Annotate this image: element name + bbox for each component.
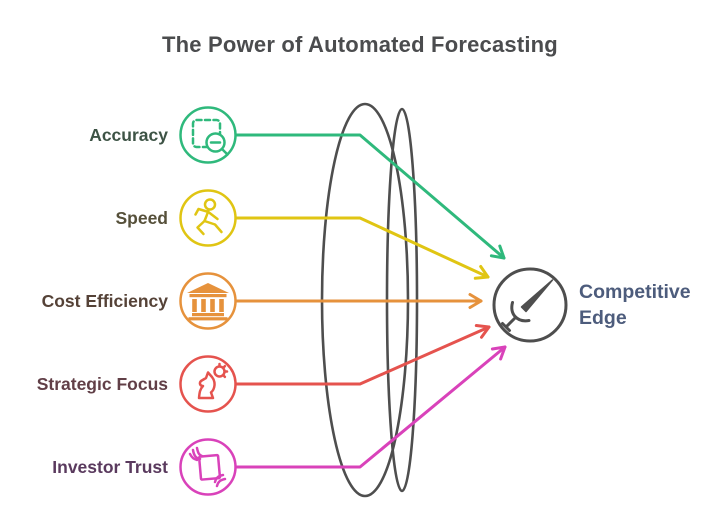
- gear-tooth: [222, 364, 227, 369]
- connector-strategic-focus: [234, 324, 491, 386]
- arrowhead: [489, 244, 506, 260]
- upper-hand-finger: [188, 452, 199, 462]
- magnifier-selection-icon: [191, 118, 229, 156]
- item-label-accuracy: Accuracy: [89, 125, 168, 145]
- arrowhead: [474, 324, 491, 339]
- bank-base-step: [192, 313, 224, 317]
- item-icon-strategic-focus: [179, 355, 237, 413]
- arrowhead: [473, 265, 490, 280]
- icon-ring: [179, 189, 237, 247]
- item-icon-speed: [179, 189, 237, 247]
- item-label-speed: Speed: [115, 208, 168, 228]
- page-title: The Power of Automated Forecasting: [162, 32, 558, 57]
- item-icon-investor-trust: [179, 438, 237, 496]
- chess-knight: [197, 371, 216, 400]
- bank-column: [201, 299, 206, 312]
- icon-ring: [179, 106, 237, 164]
- sword-blade: [520, 279, 554, 313]
- upper-hand-finger: [195, 446, 204, 458]
- bank-icon: [187, 283, 229, 321]
- arrowhead: [490, 345, 507, 361]
- arrowhead: [468, 293, 483, 309]
- item-label-cost-efficiency: Cost Efficiency: [41, 291, 168, 311]
- runner-rear-arm: [194, 207, 209, 216]
- bank-column: [192, 299, 197, 312]
- magnifier-handle: [220, 147, 229, 156]
- runner-front-arm: [207, 211, 219, 221]
- connector-line: [234, 133, 506, 260]
- knight-gear-icon: [197, 362, 229, 400]
- icon-ring: [179, 272, 237, 330]
- item-label-strategic-focus: Strategic Focus: [36, 374, 168, 394]
- icon-ring: [179, 438, 237, 496]
- connector-investor-trust: [234, 345, 507, 469]
- hands-document-icon: [188, 446, 227, 488]
- sword-pommel: [501, 322, 511, 332]
- connector-cost-efficiency: [234, 293, 483, 309]
- runner-front-leg: [203, 219, 223, 234]
- runner-rear-leg: [196, 219, 206, 236]
- item-icon-accuracy: [179, 106, 237, 164]
- bank-architrave: [189, 294, 227, 298]
- runner-icon: [194, 198, 223, 236]
- runner-head: [203, 198, 217, 211]
- upper-hand-finger: [191, 448, 202, 461]
- bank-roof: [187, 283, 229, 293]
- connector-line: [234, 216, 490, 279]
- result-ring: [492, 267, 568, 343]
- item-label-investor-trust: Investor Trust: [52, 457, 168, 477]
- bank-base-slab: [188, 317, 228, 321]
- sword-handle: [505, 316, 517, 328]
- gear-tooth: [222, 374, 227, 379]
- lower-hand-finger: [213, 473, 225, 484]
- connector-line: [234, 325, 491, 386]
- fencing-sword-icon: [501, 279, 554, 332]
- connector-speed: [234, 216, 490, 280]
- item-icon-cost-efficiency: [179, 272, 237, 330]
- lower-hand-finger: [215, 477, 227, 488]
- connector-line: [234, 345, 507, 469]
- result-label: Competitive Edge: [579, 281, 691, 329]
- bank-column: [210, 299, 215, 312]
- icon-ring: [179, 355, 237, 413]
- bank-column: [219, 299, 224, 312]
- result-icon-group: [492, 267, 568, 343]
- document: [197, 453, 222, 481]
- connector-accuracy: [234, 133, 506, 260]
